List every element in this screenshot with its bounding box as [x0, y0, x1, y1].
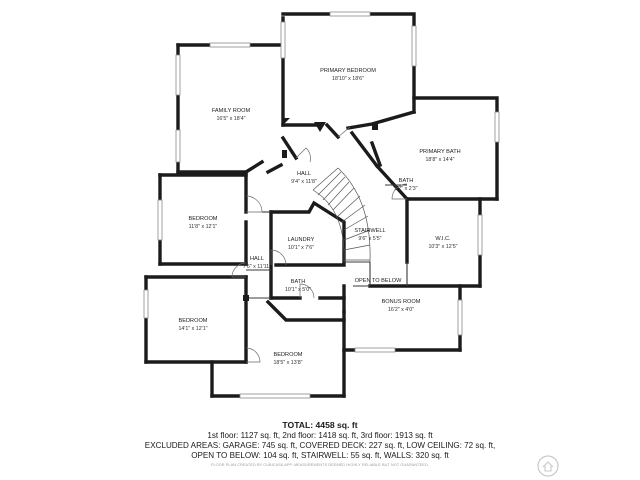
room-wic: W.I.C. 10'3" x 12'5"	[428, 236, 457, 250]
room-bonus-room: BONUS ROOM 16'2" x 4'0"	[382, 299, 421, 313]
room-name: HALL	[297, 171, 311, 177]
room-stairwell: STAIRWELL 9'6" x 5'5"	[354, 228, 385, 242]
room-dims: 16'5" x 18'4"	[216, 116, 245, 122]
cubicasa-logo-icon	[537, 455, 559, 477]
room-name: PRIMARY BEDROOM	[320, 68, 376, 74]
floor-areas: 1st floor: 1127 sq. ft, 2nd floor: 1418 …	[207, 431, 433, 440]
room-family-room: FAMILY ROOM 16'5" x 18'4"	[212, 108, 251, 122]
room-name: W.I.C.	[435, 236, 451, 242]
room-name: HALL	[250, 256, 264, 262]
room-name: BATH	[291, 279, 306, 285]
room-bedroom-3: BEDROOM 18'5" x 13'8"	[273, 352, 302, 366]
other-areas: OPEN TO BELOW: 104 sq. ft, STAIRWELL: 55…	[191, 451, 449, 460]
disclaimer: FLOOR PLAN CREATED BY CUBICASA APP. MEAS…	[211, 463, 429, 467]
room-dims: 5'7" x 2'3"	[394, 186, 417, 192]
room-hall-upper: HALL 9'4" x 11'8"	[291, 171, 317, 185]
walls	[144, 12, 499, 398]
room-dims: 18'8" x 14'4"	[425, 157, 454, 163]
room-dims: 11'8" x 12'1"	[189, 224, 218, 230]
room-dims: 14'1" x 12'1"	[178, 326, 207, 332]
room-name: BEDROOM	[189, 216, 218, 222]
room-name: BEDROOM	[179, 318, 208, 324]
room-dims: 16'2" x 4'0"	[388, 307, 414, 313]
room-dims: 10'1" x 5'0"	[285, 287, 311, 293]
interior-lines	[246, 184, 408, 299]
room-dims: 10'3" x 12'5"	[428, 244, 457, 250]
room-bedroom-2: BEDROOM 14'1" x 12'1"	[178, 318, 207, 332]
posts	[243, 118, 378, 301]
room-bedroom-1: BEDROOM 11'8" x 12'1"	[189, 216, 218, 230]
room-name: LAUNDRY	[288, 237, 315, 243]
room-primary-bath: PRIMARY BATH 18'8" x 14'4"	[419, 149, 460, 163]
total-area: TOTAL: 4458 sq. ft	[282, 420, 358, 430]
room-name: FAMILY ROOM	[212, 108, 251, 114]
room-name: BEDROOM	[274, 352, 303, 358]
room-hall-lower: HALL 7'6" x 11'11"	[243, 256, 271, 270]
room-bath-small: BATH 5'7" x 2'3"	[394, 178, 417, 192]
room-name: PRIMARY BATH	[419, 149, 460, 155]
room-dims: 7'6" x 11'11"	[243, 264, 271, 270]
room-name: OPEN TO BELOW	[355, 278, 402, 284]
room-laundry: LAUNDRY 10'1" x 7'6"	[288, 237, 315, 251]
room-dims: 18'10" x 18'6"	[332, 76, 364, 82]
room-name: BATH	[399, 178, 414, 184]
room-name: STAIRWELL	[354, 228, 385, 234]
stair-treads	[312, 167, 371, 263]
room-dims: 18'5" x 13'8"	[273, 360, 302, 366]
windows	[143, 11, 500, 399]
room-bath-2: BATH 10'1" x 5'0"	[285, 279, 311, 293]
room-dims: 9'6" x 5'5"	[358, 236, 381, 242]
room-dims: 10'1" x 7'6"	[288, 245, 314, 251]
room-name: BONUS ROOM	[382, 299, 421, 305]
room-open-to-below: OPEN TO BELOW	[355, 278, 402, 284]
room-primary-bedroom: PRIMARY BEDROOM 18'10" x 18'6"	[320, 68, 376, 82]
excluded-areas: EXCLUDED AREAS: GARAGE: 745 sq. ft, COVE…	[144, 441, 496, 450]
room-dims: 9'4" x 11'8"	[291, 179, 317, 185]
doors	[231, 126, 408, 363]
